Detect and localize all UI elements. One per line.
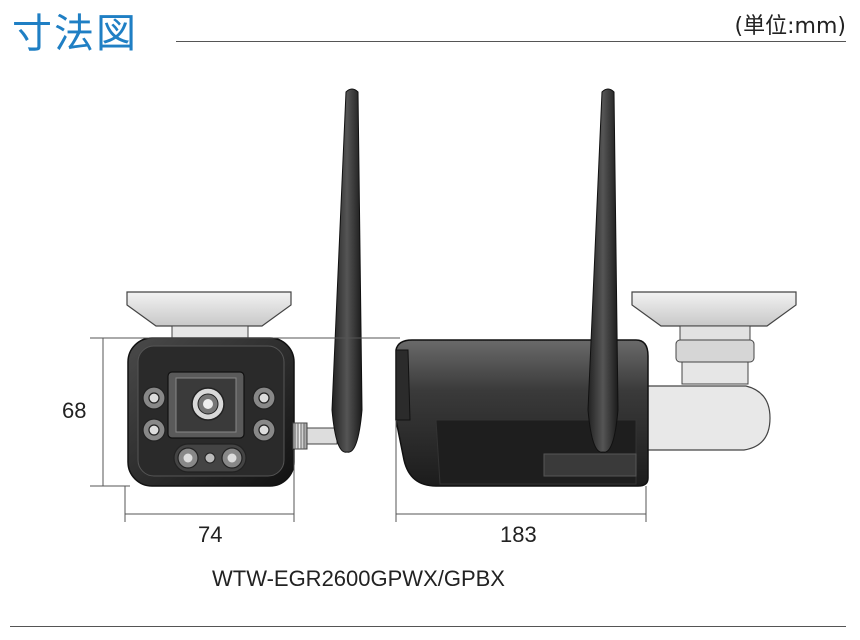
model-number: WTW-EGR2600GPWX/GPBX [212, 566, 505, 591]
page-title: 寸法図 [12, 11, 138, 57]
side-length-dimension: 183 [500, 522, 537, 547]
side-view [395, 88, 797, 487]
front-width-dimension: 74 [198, 522, 223, 547]
dimension-lines [90, 337, 647, 522]
height-dimension: 68 [62, 398, 87, 423]
front-view [126, 88, 363, 487]
unit-label: (単位:mm) [734, 14, 846, 39]
footer-rule [10, 626, 846, 627]
header-rule [176, 41, 846, 42]
